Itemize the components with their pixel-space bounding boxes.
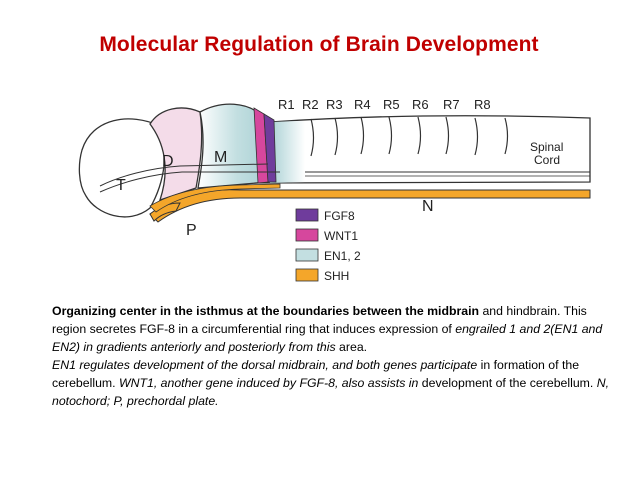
label-telencephalon: T (116, 177, 126, 194)
legend-label-shh: SHH (324, 269, 349, 283)
neural-tube (244, 115, 591, 184)
diencephalon (149, 107, 203, 202)
rhombomere-label: R3 (326, 97, 343, 112)
label-prechordal-plate: P (186, 222, 197, 239)
caption-italic-text: EN1 regulates development of the dorsal … (52, 358, 478, 372)
shh-floor (149, 183, 281, 213)
legend-swatch-en (295, 248, 319, 262)
label-mesencephalon: M (214, 149, 227, 166)
rhombomere-label: R4 (354, 97, 371, 112)
legend-label-en: EN1, 2 (324, 249, 361, 263)
legend-label-wnt1: WNT1 (324, 229, 358, 243)
label-spinal-cord: Spinal Cord (530, 140, 567, 167)
rhombomere-label: R6 (412, 97, 429, 112)
rhombomere-label: R5 (383, 97, 400, 112)
caption-bold-text: Organizing center in the isthmus at the … (52, 304, 480, 318)
slide-title: Molecular Regulation of Brain Developmen… (99, 33, 539, 56)
legend: FGF8 WNT1 EN1, 2 SHH (295, 208, 361, 283)
label-notochord: N (422, 198, 434, 215)
caption-italic-text: WNT1, another gene induced by FGF-8, als… (118, 376, 419, 390)
fgf8-band (263, 113, 277, 183)
rhombomere-label: R7 (443, 97, 460, 112)
legend-swatch-shh (295, 268, 319, 282)
caption-text: in formation of the cerebellum. (52, 358, 580, 390)
en-hindbrain (270, 121, 305, 183)
caption-text: and hindbrain. This region secretes FGF-… (52, 304, 587, 336)
shh-band (149, 189, 591, 223)
caption-text: development of the cerebellum. (418, 376, 597, 390)
legend-swatch-fgf8 (295, 208, 319, 222)
rhombomere-labels: R1 R2 R3 R4 R5 R6 R7 R8 (278, 97, 491, 112)
caption-text: area. (335, 340, 368, 354)
rhombomere-label: R2 (302, 97, 319, 112)
caption-paragraph-1: Organizing center in the isthmus at the … (52, 302, 612, 356)
caption: Organizing center in the isthmus at the … (52, 302, 612, 410)
legend-swatch-wnt1 (295, 228, 319, 242)
caption-italic-text: N, notochord; P, prechordal plate. (52, 376, 610, 408)
caption-paragraph-2: EN1 regulates development of the dorsal … (52, 356, 612, 410)
rhombomere-label: R8 (474, 97, 491, 112)
legend-label-fgf8: FGF8 (324, 209, 355, 223)
rhombomere-label: R1 (278, 97, 295, 112)
label-spinal-cord-text-line2: Cord (534, 153, 560, 167)
telencephalon (78, 118, 166, 218)
label-spinal-cord-text: Spinal (530, 140, 563, 154)
caption-italic-text: engrailed 1 and 2(EN1 and EN2) in gradie… (52, 322, 603, 354)
label-diencephalon: D (162, 153, 174, 170)
